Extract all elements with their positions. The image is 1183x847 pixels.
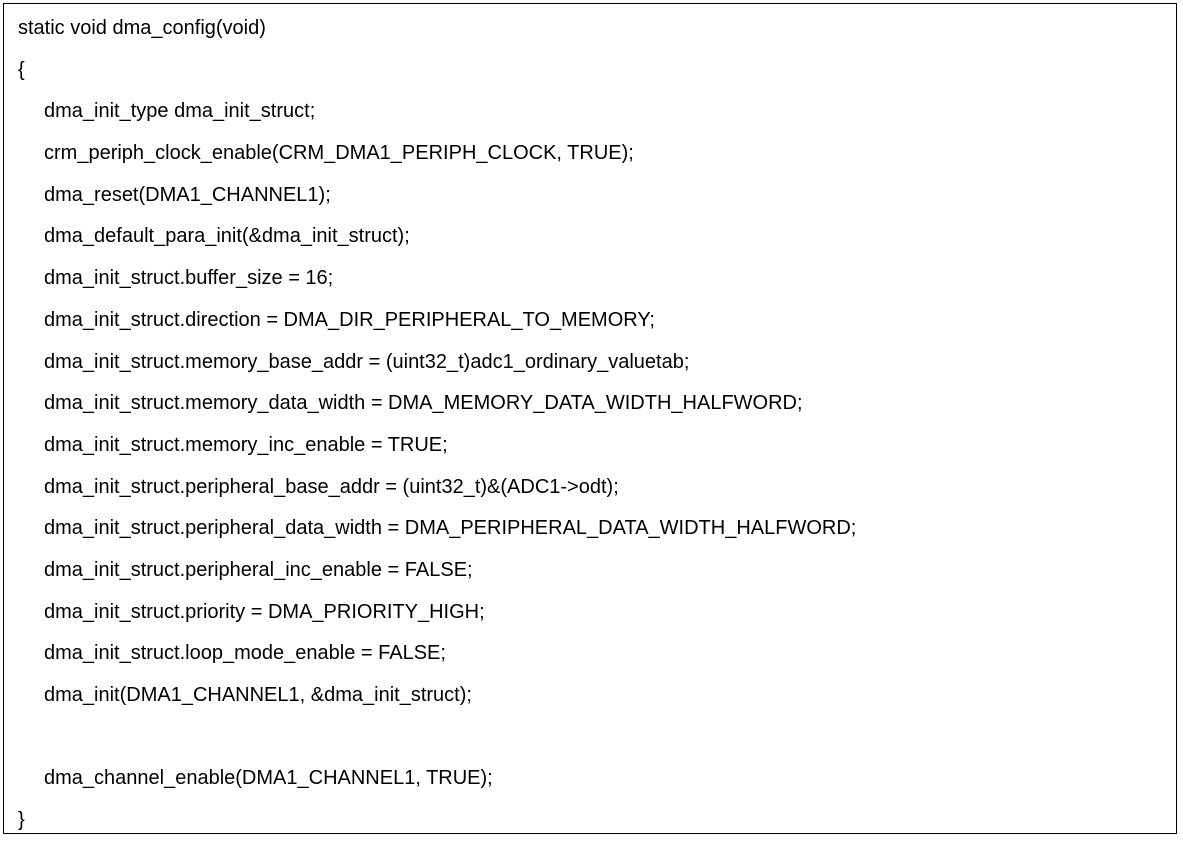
code-line: dma_init_struct.priority = DMA_PRIORITY_… [44,600,485,623]
code-lines: static void dma_config(void) { dma_init_… [18,13,856,847]
code-line: dma_init_struct.peripheral_base_addr = (… [44,475,619,498]
code-line-blank [18,722,856,764]
code-line: dma_channel_enable(DMA1_CHANNEL1, TRUE); [44,767,493,790]
code-line-function-signature: static void dma_config(void) [18,17,266,39]
code-line: dma_reset(DMA1_CHANNEL1); [44,183,331,206]
code-line: dma_init_struct.peripheral_inc_enable = … [44,558,473,581]
code-line: dma_init_struct.buffer_size = 16; [44,267,334,290]
code-line: dma_init_type dma_init_struct; [44,100,316,123]
code-line: dma_init_struct.memory_base_addr = (uint… [44,350,690,373]
code-line-open-brace: { [18,58,25,81]
code-line: crm_periph_clock_enable(CRM_DMA1_PERIPH_… [44,142,634,165]
code-line: dma_default_para_init(&dma_init_struct); [44,225,410,248]
code-line: dma_init(DMA1_CHANNEL1, &dma_init_struct… [44,684,472,706]
code-line-close-brace: } [18,809,25,832]
code-line: dma_init_struct.memory_data_width = DMA_… [44,392,803,415]
code-line: dma_init_struct.direction = DMA_DIR_PERI… [44,308,655,331]
code-line: dma_init_struct.loop_mode_enable = FALSE… [44,642,446,665]
code-line: dma_init_struct.memory_inc_enable = TRUE… [44,433,448,456]
code-listing-box: static void dma_config(void) { dma_init_… [3,3,1177,834]
code-line: dma_init_struct.peripheral_data_width = … [44,517,857,540]
